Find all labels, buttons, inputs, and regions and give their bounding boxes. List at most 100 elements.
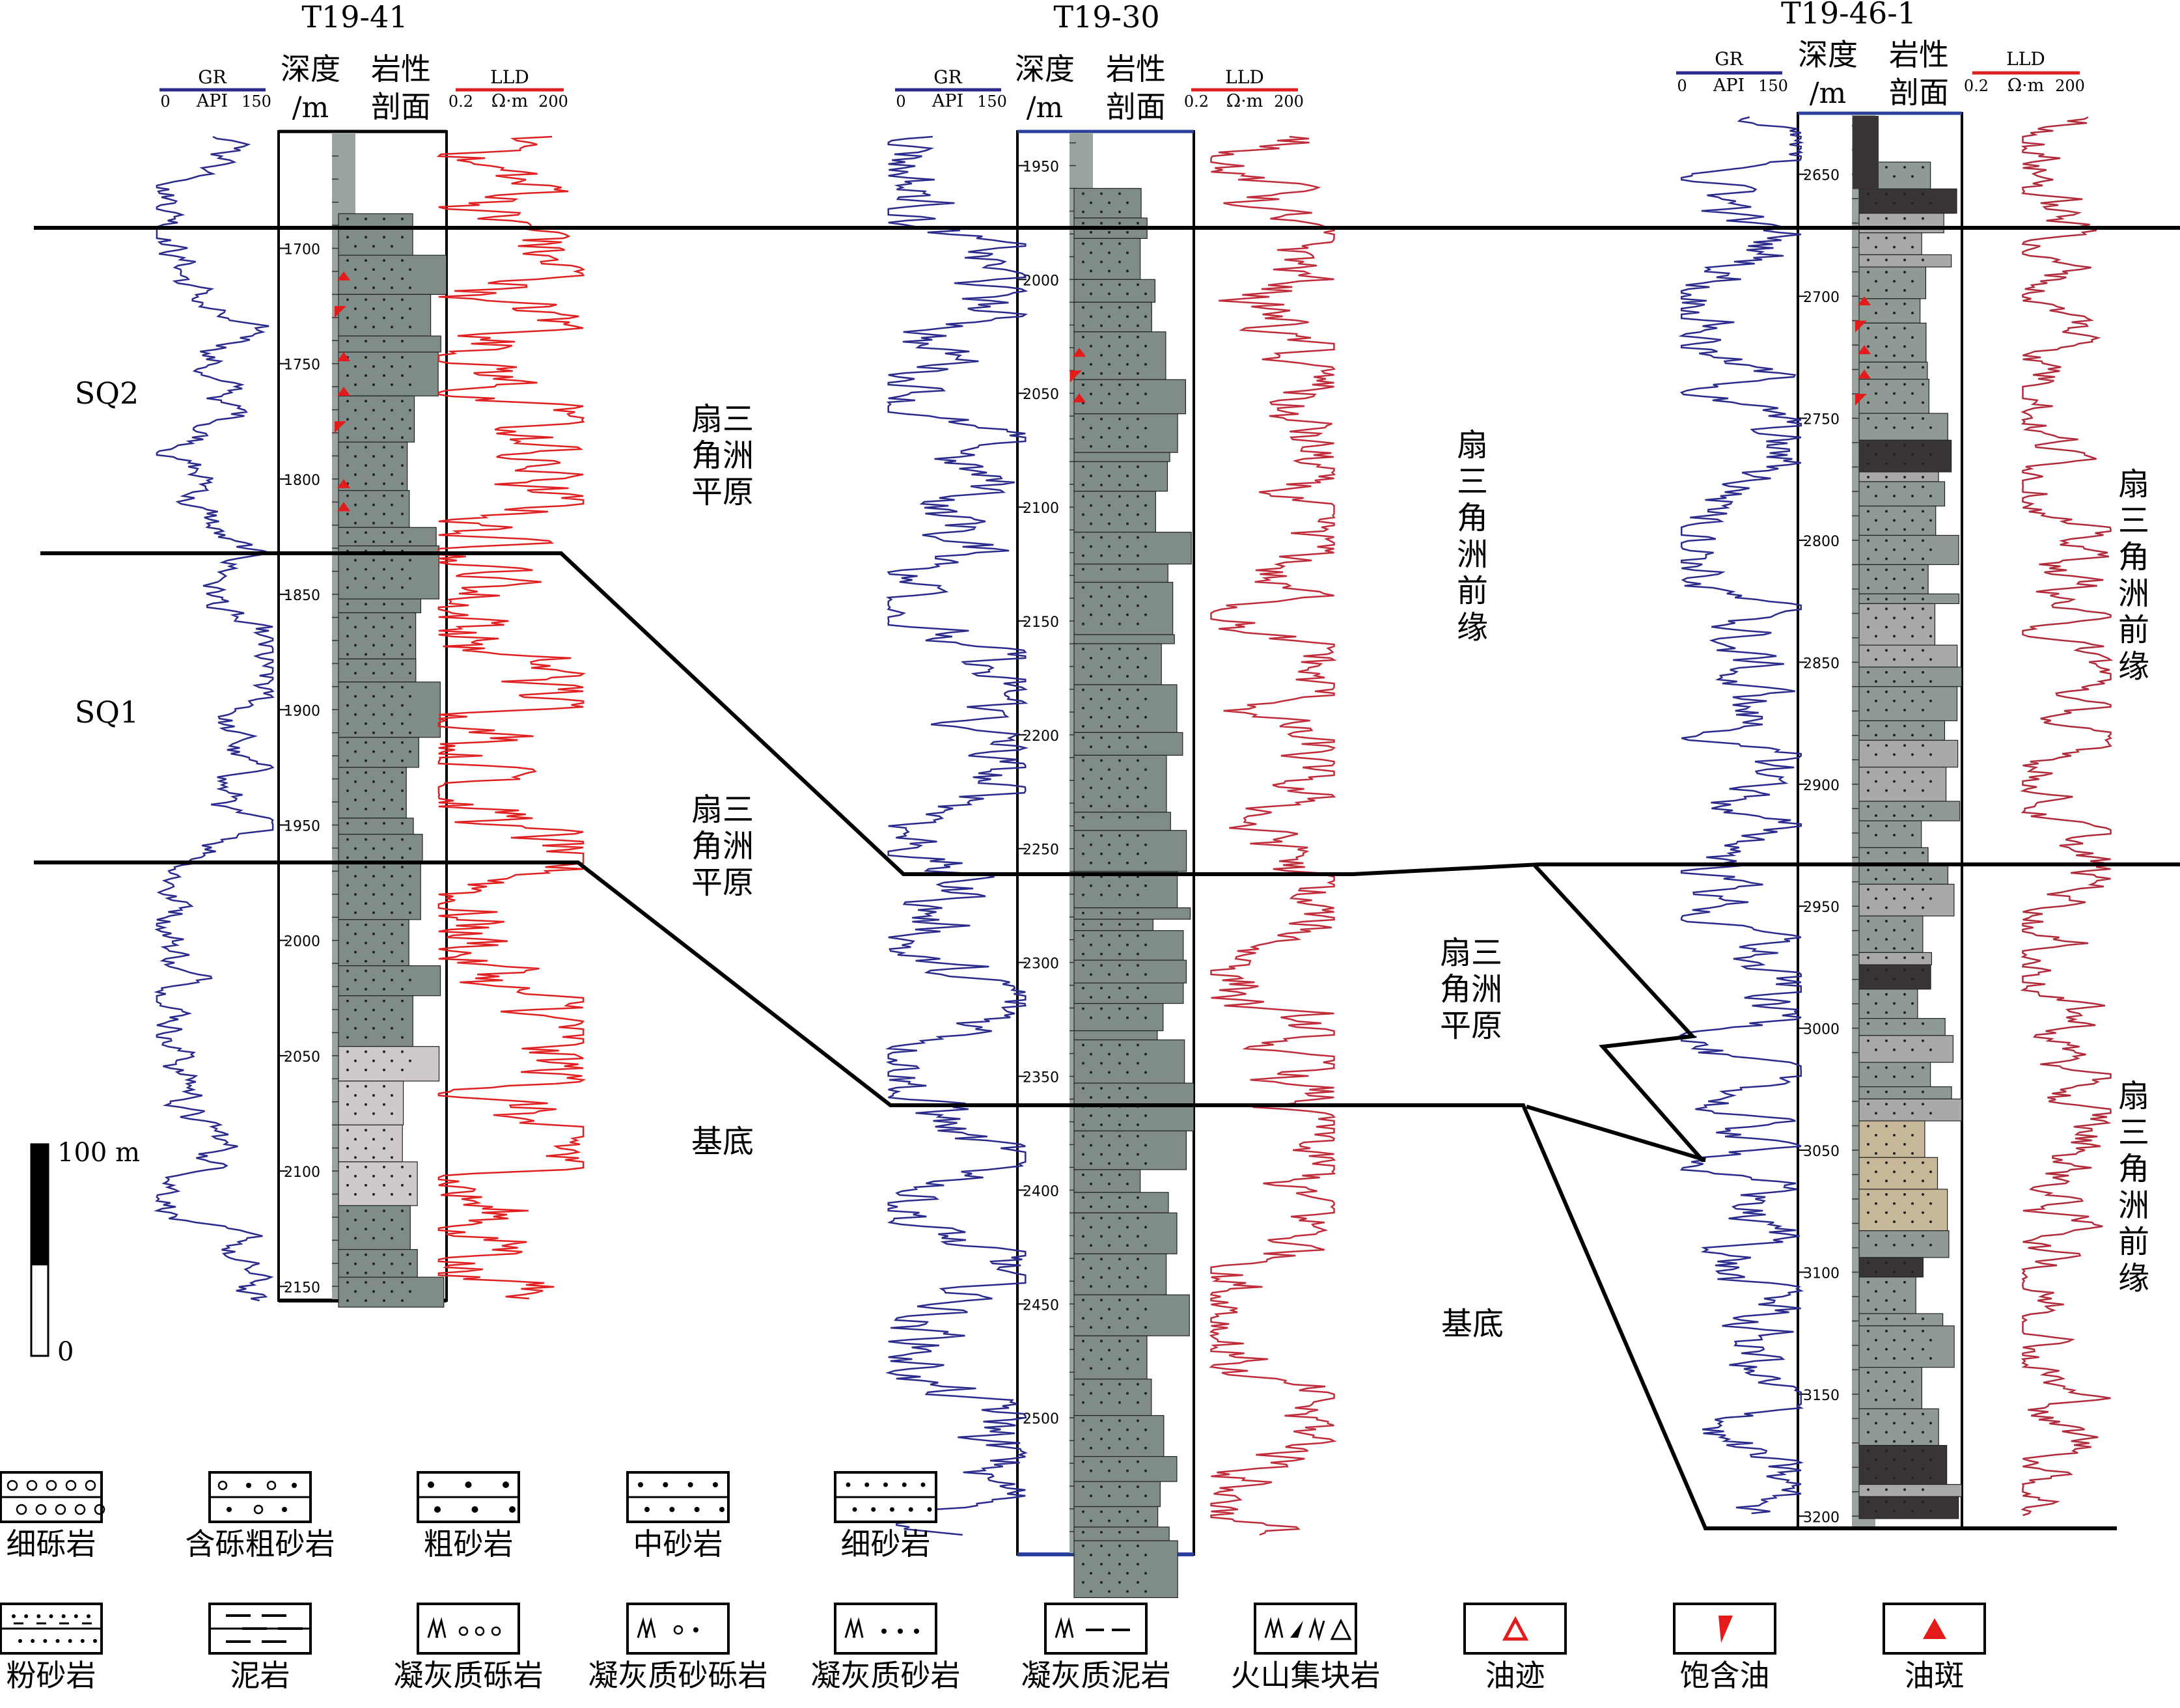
lithology-grain [346,464,349,467]
lithology-grain [1144,504,1147,507]
lithology-grain [1118,1545,1121,1548]
lithology-grain [1082,324,1084,327]
lithology-grain [1922,1090,1924,1094]
lithology-grain [346,821,349,825]
lithology-grain [1137,952,1139,956]
lithology-grain [1082,1563,1084,1566]
lithology-grain [1885,1412,1888,1416]
lithology-grain [1903,708,1906,711]
lithology-grain [1100,484,1103,487]
lithology-grain [1885,771,1888,774]
lithology-grain [1082,688,1084,691]
lithology-grain [1108,1308,1111,1311]
lithology-grain [1893,1048,1896,1051]
lithology-grain [1867,851,1870,855]
lithology-grain [383,771,385,774]
lithology-grain [391,427,393,430]
lithology-grain [1082,1510,1084,1513]
lithology-grain [1118,1485,1121,1489]
lith-label-2: 剖面 [1106,89,1166,124]
legend-tuff-mark [644,1617,656,1638]
lithology-grain [1911,1152,1914,1155]
lithology-grain [1137,435,1139,439]
lithology-grain [1126,768,1129,771]
lithology-grain [1118,1153,1121,1156]
lithology-grain [1903,868,1906,872]
lithology-grain [1875,978,1877,981]
lithology-grain [1082,1460,1084,1463]
lithology-grain [1885,1066,1888,1069]
legend-grain [687,1482,693,1487]
lithology-grain [1929,548,1932,551]
lithology-grain [1929,1458,1932,1461]
lithology-grain [365,586,367,589]
lithology-grain [1929,753,1932,756]
lithology-grain [1903,1143,1906,1146]
lithology-grain [1126,475,1129,478]
lithology-grain [1100,1581,1103,1584]
lithology-grain [1911,1202,1914,1205]
lithology-grain [365,1084,367,1088]
lithology-grain [1867,868,1870,872]
lithology-grain [383,685,385,689]
lithology-grain [1082,1062,1084,1065]
lithology-grain [365,1147,367,1150]
lithology-grain [1885,1280,1888,1284]
lithology-grain [1903,1317,1906,1321]
depth-tick-label: 1750 [284,357,320,374]
lithology-grain [1867,1039,1870,1042]
lithology-grain [354,695,357,698]
lithology-grain [1126,697,1129,700]
lithology-grain [1867,1329,1870,1332]
legend-item-volcanic-agglomerate: 火山集块岩 [1231,1603,1381,1693]
lithology-bed [1073,1039,1185,1084]
legend-grain [471,1506,478,1513]
lithology-grain [1885,1371,1888,1374]
lithology-grain [1100,934,1103,937]
lithology-grain [391,1192,393,1196]
lithology-grain [1126,715,1129,719]
lithology-grain [391,731,393,734]
lithology-grain [383,1017,385,1021]
lithology-grain [1903,401,1906,404]
lithology-grain [365,923,367,926]
lithology-grain [1144,1071,1147,1074]
lithology-grain [1082,210,1084,214]
lithology-grain [1090,715,1092,719]
lithology-grain [1922,649,1924,652]
lithology-grain [1100,795,1103,799]
lithology-grain [1867,1103,1870,1106]
facies-basement-2: 基底 [1441,1306,1504,1342]
lithology-grain [354,1219,357,1222]
lithology-grain [1867,969,1870,972]
lithology-grain [1100,1383,1103,1386]
lithology-grain [1922,708,1924,711]
lithology-grain [1118,1196,1121,1199]
lith-label-1: 岩性 [1106,51,1166,87]
lithology-grain [401,789,404,792]
lithology-bed [1858,820,1922,848]
lithology-grain [1137,893,1139,896]
lithology-grain [1082,795,1084,799]
lithology-grain [354,383,357,386]
lithology-grain [1108,201,1111,204]
lithology-grain [1144,1226,1147,1229]
lithology-grain [1137,688,1139,691]
lithology-grain [1144,1469,1147,1472]
lithology-bed [1073,531,1192,565]
lithology-grain [1875,834,1877,836]
lld-label: LLD [490,66,529,88]
lithology-grain [1082,1531,1084,1534]
lithology-grain [1929,680,1932,683]
lithology-grain [1090,1226,1092,1229]
lithology-grain [1137,1383,1139,1386]
lithology-grain [383,999,385,1002]
legend-grain [846,1482,851,1487]
lithology-grain [1903,165,1906,169]
lithology-grain [1100,383,1103,387]
lithology-grain [1911,1458,1914,1461]
lithology-grain [1867,193,1870,196]
lithology-grain [1126,1326,1129,1329]
lithology-grain [1903,789,1906,792]
lithology-grain [391,473,393,476]
